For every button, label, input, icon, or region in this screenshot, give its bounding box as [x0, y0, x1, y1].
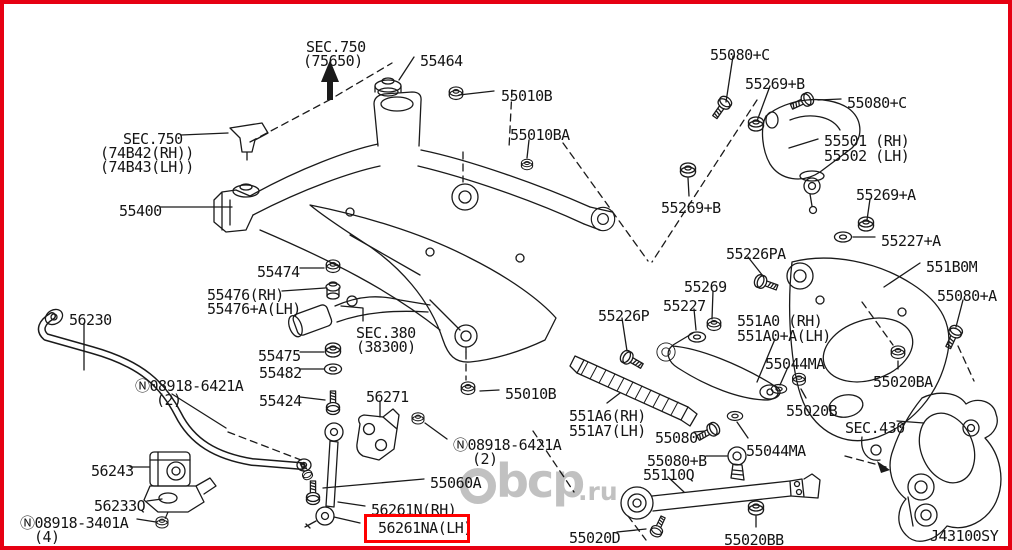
part-label-55044ma-2: 55044MA	[746, 442, 806, 460]
link-bracket-56271-art	[305, 408, 425, 506]
part-label-55080a: 55080+A	[937, 287, 997, 305]
dashed-lines	[227, 62, 975, 541]
part-label-55020b: 55020B	[786, 402, 838, 420]
part-label-55080c-2: 55080+C	[847, 94, 907, 112]
part-label-55501: 55501 (RH)	[824, 132, 910, 150]
part-label-55269: 55269	[684, 278, 727, 296]
part-label-55080: 55080	[655, 429, 698, 447]
qty-label-3401a: (4)	[34, 528, 60, 546]
qty-label-6421a-2: (2)	[472, 450, 498, 468]
label-74b42-rh: (74B42(RH))	[100, 144, 194, 162]
part-label-55269a: 55269+A	[856, 186, 916, 204]
part-label-551a0-rh: 551A0 (RH)	[737, 312, 823, 330]
part-label-55476-lh: 55476+A(LH)	[207, 300, 301, 318]
watermark-text: bcp	[496, 454, 585, 508]
part-label-551a7: 551A7(LH)	[569, 422, 646, 440]
part-label-56261n-rh: 56261N(RH)	[371, 501, 457, 519]
front-lower-arm-art	[617, 317, 906, 422]
part-label-55474: 55474	[257, 263, 300, 281]
label-sec750-top-code: (75650)	[303, 52, 363, 70]
part-label-55475: 55475	[258, 347, 301, 365]
rear-lower-arm-art	[752, 216, 965, 461]
diagram-code: J43100SY	[930, 527, 999, 545]
part-label-56230: 56230	[69, 311, 112, 329]
part-label-56261na-lh-selected[interactable]: 56261NA(LH)	[378, 519, 472, 537]
part-label-08918-3401a: Ⓝ08918-3401A	[20, 514, 129, 532]
part-label-55476-rh: 55476(RH)	[207, 286, 284, 304]
part-label-55110q: 55110Q	[643, 466, 695, 484]
sec750-bracket-art	[229, 122, 269, 161]
part-label-56233q: 56233Q	[94, 497, 146, 515]
label-sec750-left: SEC.750	[123, 130, 183, 148]
dynamic-damper-art	[288, 259, 431, 416]
part-label-08918-6421a-2: Ⓝ08918-6421A	[453, 436, 562, 454]
highlight-box[interactable]	[364, 514, 470, 543]
part-label-55226pa: 55226PA	[726, 245, 786, 263]
part-label-55464: 55464	[420, 52, 463, 70]
part-label-55080b: 55080+B	[647, 452, 707, 470]
sec750-arrow	[321, 60, 339, 100]
watermark-logo-ring-icon	[460, 468, 496, 504]
radius-rod-art	[620, 419, 821, 540]
insulator-55464-art	[374, 77, 402, 97]
part-label-55269b-1: 55269+B	[745, 75, 805, 93]
part-label-551b0m: 551B0M	[926, 258, 978, 276]
knuckle-art	[889, 392, 1002, 542]
part-label-55424: 55424	[259, 392, 302, 410]
label-sec380-code: (38300)	[356, 338, 416, 356]
part-label-55010ba: 55010BA	[510, 126, 570, 144]
part-label-55020d: 55020D	[569, 529, 621, 547]
member-stay-art	[569, 355, 698, 427]
part-label-55482: 55482	[259, 364, 302, 382]
upper-control-arm-art	[679, 90, 861, 215]
stabilizer-link-art	[297, 422, 344, 529]
watermark-suffix: .ru	[578, 477, 618, 506]
part-label-55010b-1: 55010B	[501, 87, 553, 105]
part-label-55227a: 55227+A	[881, 232, 941, 250]
part-label-55226p: 55226P	[598, 307, 650, 325]
subframe-55400-art	[213, 91, 616, 363]
part-label-55502: 55502 (LH)	[824, 147, 910, 165]
label-sec430: SEC.430	[845, 419, 905, 437]
stabilizer-bushing-clamp-art	[143, 451, 217, 529]
part-label-56271: 56271	[366, 388, 409, 406]
part-label-55010b-2: 55010B	[505, 385, 557, 403]
diagram-line-art	[37, 55, 1002, 542]
part-label-08918-6421a-1: Ⓝ08918-6421A	[135, 377, 244, 395]
part-label-55060a: 55060A	[430, 474, 482, 492]
part-label-55080c-1: 55080+C	[710, 46, 770, 64]
leader-lines	[83, 55, 964, 533]
qty-label-6421a-1: (2)	[156, 391, 182, 409]
part-label-551a6: 551A6(RH)	[569, 407, 646, 425]
label-74b43-lh: (74B43(LH))	[100, 158, 194, 176]
part-label-55269b-2: 55269+B	[661, 199, 721, 217]
part-label-56243: 56243	[91, 462, 134, 480]
part-label-551a0-lh: 551A0+A(LH)	[737, 327, 831, 345]
label-sec750-top: SEC.750	[306, 38, 366, 56]
part-label-55227: 55227	[663, 297, 706, 315]
part-label-55020ba: 55020BA	[873, 373, 933, 391]
part-label-55044ma-1: 55044MA	[765, 355, 825, 373]
part-label-55400: 55400	[119, 202, 162, 220]
part-label-55020bb: 55020BB	[724, 531, 784, 549]
label-sec380: SEC.380	[356, 324, 416, 342]
